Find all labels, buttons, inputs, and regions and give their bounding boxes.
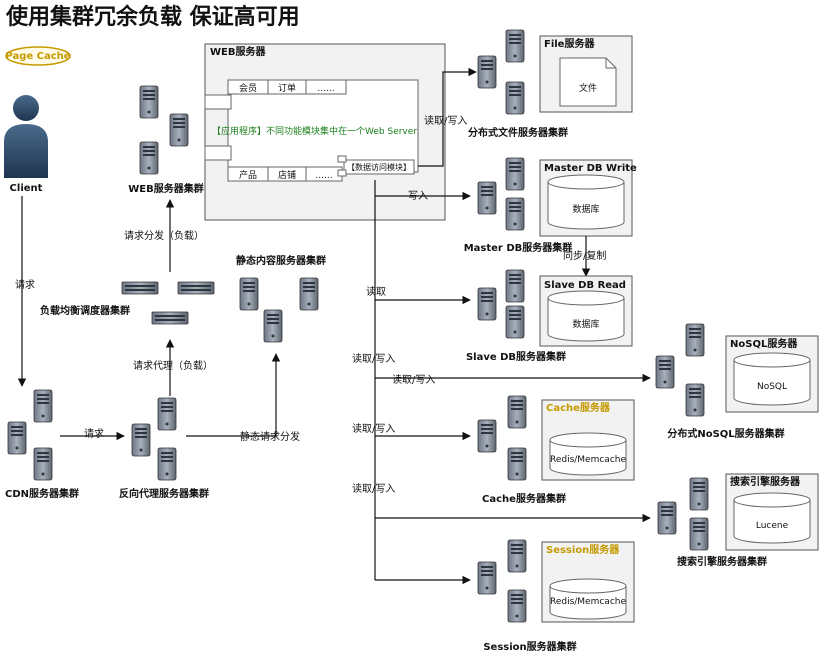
page-cache-label: Page Cache (5, 51, 70, 62)
slave-db-cylinder-icon (547, 290, 625, 342)
search-content: Lucene (756, 521, 789, 531)
module-bottom-2: 店铺 (278, 169, 296, 181)
edge-label-request-right: 请求 (84, 427, 104, 440)
load-balancer-cluster-icon (121, 281, 215, 325)
edge-label-rw-nosql-a: 读取/写入 (352, 352, 395, 365)
session-cluster-label: Session服务器集群 (483, 640, 576, 653)
edge-label-rw-nosql-b: 读取/写入 (392, 373, 435, 386)
file-server-title: File服务器 (544, 37, 595, 50)
cache-cluster-label: Cache服务器集群 (482, 492, 566, 505)
reverse-proxy-cluster-icon (131, 397, 177, 481)
client-icon (4, 95, 48, 178)
edge-label-static-dispatch: 静态请求分发 (240, 430, 300, 443)
web-port-bottom (204, 145, 232, 161)
nosql-cluster-icon (655, 323, 705, 417)
edge-label-rw-search: 读取/写入 (352, 482, 395, 495)
master-db-content: 数据库 (572, 203, 599, 215)
module-top-3: ...... (317, 84, 334, 94)
edge-label-read-slave: 读取 (366, 285, 386, 298)
edge-label-sync: 同步/复制 (563, 249, 606, 262)
file-doc-fold (605, 58, 616, 69)
edge-label-proxy-load: 请求代理（负载） (133, 359, 213, 372)
file-cluster-label: 分布式文件服务器集群 (468, 126, 568, 139)
file-server-cluster-icon (477, 29, 525, 115)
cdn-server-cluster-icon (7, 389, 53, 481)
module-top-1: 会员 (239, 82, 257, 94)
search-cylinder-icon (733, 492, 811, 544)
data-access-module (343, 159, 415, 175)
session-title: Session服务器 (546, 543, 620, 556)
edge-label-rw-cache: 读取/写入 (352, 422, 395, 435)
slave-db-title: Slave DB Read (544, 280, 626, 291)
session-cylinder-icon (549, 578, 627, 620)
master-db-cylinder-icon (547, 174, 625, 230)
reverse-proxy-cluster-label: 反向代理服务器集群 (119, 487, 209, 500)
cache-title: Cache服务器 (546, 401, 611, 414)
nosql-cluster-label: 分布式NoSQL服务器集群 (667, 427, 784, 440)
session-cluster-icon (477, 539, 527, 623)
slave-db-cluster-label: Slave DB服务器集群 (466, 350, 566, 363)
search-title: 搜索引擎服务器 (730, 475, 801, 488)
nosql-cylinder-icon (733, 352, 811, 406)
cache-cluster-icon (477, 395, 527, 481)
slave-db-content: 数据库 (572, 318, 599, 330)
data-access-label: 【数据访问模块】 (347, 162, 411, 172)
module-bottom-1: 产品 (239, 169, 257, 181)
edge-web-file (418, 67, 477, 167)
master-db-cluster-icon (477, 157, 525, 231)
edge-label-dispatch-load: 请求分发（负载） (124, 229, 204, 242)
nosql-title: NoSQL服务器 (730, 337, 798, 350)
cdn-cluster-label: CDN服务器集群 (5, 487, 79, 500)
client-label: Client (10, 183, 43, 194)
file-content: 文件 (579, 82, 597, 94)
edge-label-write-master: 写入 (408, 190, 428, 202)
nosql-content: NoSQL (757, 382, 787, 392)
page-title: 使用集群冗余负载 保证高可用 (5, 4, 300, 30)
slave-db-cluster-icon (477, 269, 525, 339)
edge-label-request-down: 请求 (15, 278, 35, 291)
data-access-port-b (337, 169, 347, 177)
web-server-cluster-icon (139, 85, 189, 175)
load-balancer-cluster-label: 负载均衡调度器集群 (40, 304, 130, 317)
web-port-top (204, 94, 232, 110)
file-doc-icon (559, 57, 617, 107)
cache-content: Redis/Memcache (550, 455, 627, 465)
web-server-title: WEB服务器 (210, 45, 266, 58)
static-cluster-label: 静态内容服务器集群 (236, 254, 326, 267)
module-more-top (305, 79, 347, 95)
static-content-cluster-icon (239, 277, 319, 343)
cache-cylinder-icon (549, 432, 627, 476)
search-cluster-icon (657, 477, 709, 551)
search-cluster-label: 搜索引擎服务器集群 (677, 555, 767, 568)
module-top-2: 订单 (278, 82, 296, 94)
web-cluster-label: WEB服务器集群 (128, 182, 203, 195)
module-bottom-3: ...... (315, 171, 332, 181)
app-note: 【应用程序】不同功能模块集中在一个Web Server (212, 125, 417, 137)
master-db-title: Master DB Write (544, 163, 637, 174)
session-content: Redis/Memcache (550, 597, 627, 607)
data-access-port-a (337, 155, 347, 163)
edge-label-rw-file: 读取/写入 (424, 114, 467, 127)
page-cache-node: Page Cache (5, 46, 71, 66)
master-db-cluster-label: Master DB服务器集群 (464, 241, 573, 254)
